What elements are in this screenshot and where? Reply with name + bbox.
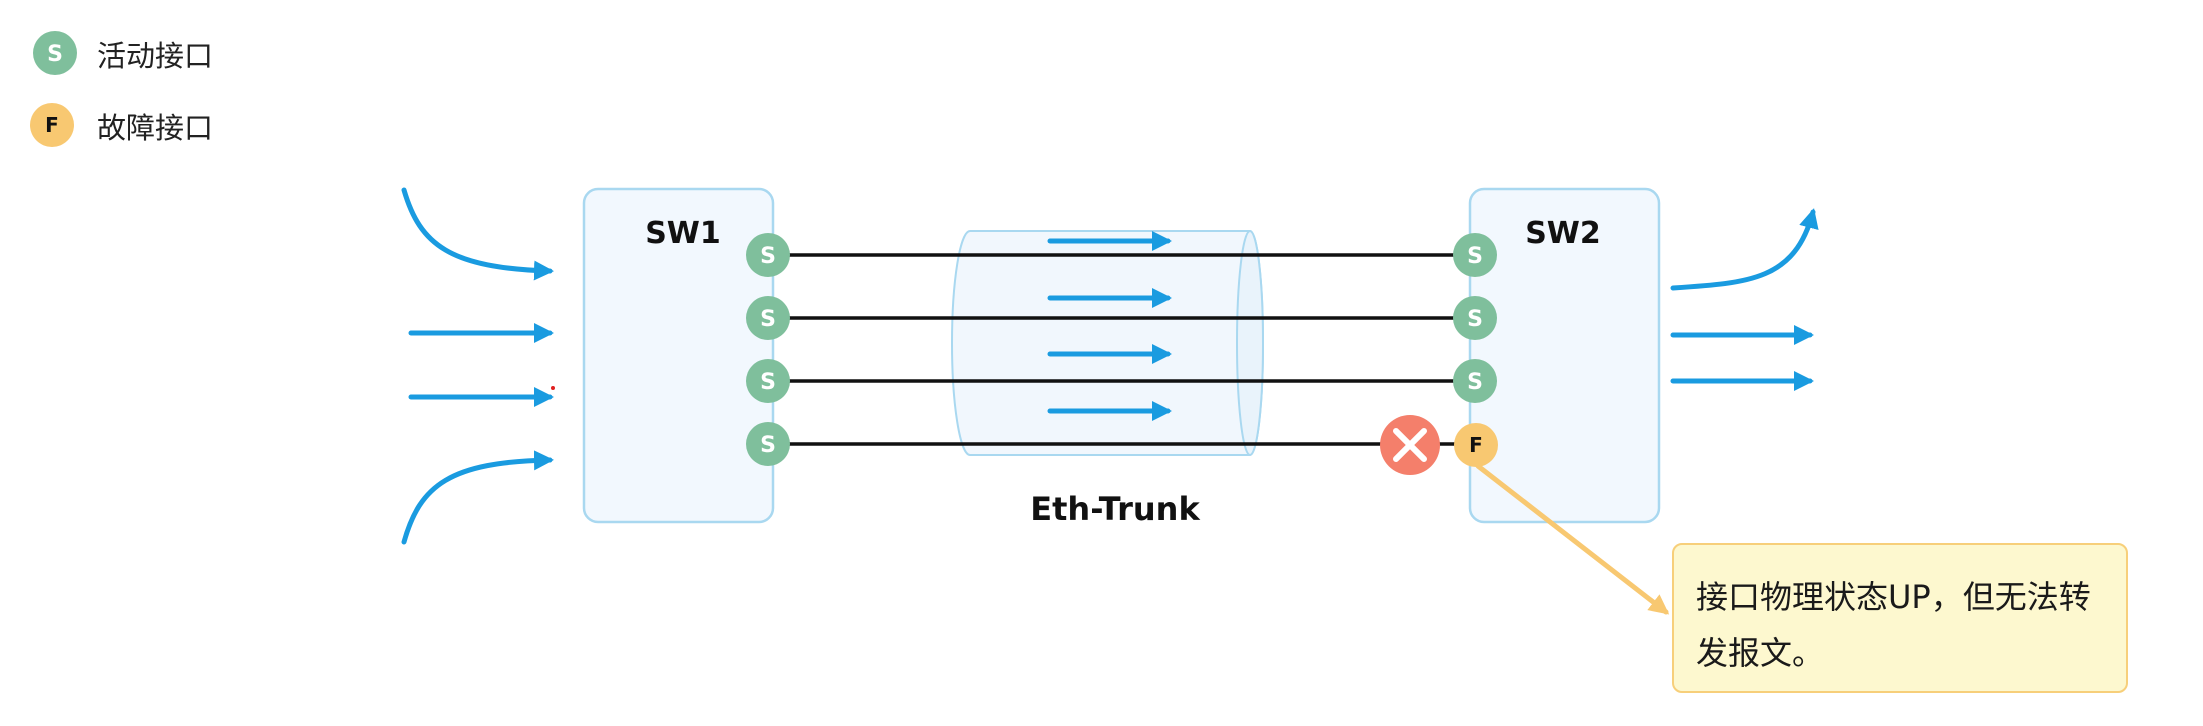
sw1-port-3: S [746,359,790,403]
sw2-port-3: S [1453,359,1497,403]
legend-label: 活动接口 [97,39,213,73]
traffic-arrow [401,450,554,545]
inbound-traffic [401,187,554,545]
traffic-arrow [401,187,554,281]
active-port-icon [1453,359,1497,403]
active-port-icon [746,359,790,403]
port-letter: S [760,370,776,395]
sw2-port-2: S [1453,296,1497,340]
active-port-icon [746,422,790,466]
port-letter: S [760,244,776,269]
trunk-cylinder-end [1236,230,1264,456]
port-letter: S [1467,244,1483,269]
switch-box [582,187,775,524]
switch-name: SW2 [1525,216,1601,251]
fault-port-icon [30,103,74,147]
sw2-port-1: S [1453,233,1497,277]
sw2-port-4: F [1454,423,1498,467]
active-port-icon [746,233,790,277]
eth-trunk-bundle [951,230,1264,456]
fault-callout: 接口物理状态UP，但无法转发报文。 [1672,543,2128,693]
sw1-port-4: S [746,422,790,466]
legend: S 活动接口 F 故障接口 [30,31,213,147]
fault-port-icon [1454,423,1498,467]
legend-letter: F [45,113,59,137]
cursor-dot [551,386,555,390]
callout-text: 接口物理状态UP，但无法转发报文。 [1696,578,2091,672]
port-letter: S [760,433,776,458]
port-letter: F [1469,433,1483,457]
legend-item-fault: F 故障接口 [30,103,213,147]
switch-name: SW1 [645,216,721,251]
switch-sw2: SW2 S S S [1453,187,1661,524]
traffic-arrow [1670,208,1819,291]
legend-item-active: S 活动接口 [33,31,213,75]
legend-label: 故障接口 [97,111,213,145]
switch-box [1468,187,1661,524]
trunk-traffic [1047,231,1172,421]
legend-letter: S [47,42,63,67]
port-letter: S [1467,307,1483,332]
active-port-icon [746,296,790,340]
trunk-label: Eth-Trunk [1030,490,1200,528]
sw1-port-2: S [746,296,790,340]
member-links [768,253,1475,446]
switch-sw1: SW1 S S S S [582,187,790,524]
sw1-port-1: S [746,233,790,277]
port-letter: S [1467,370,1483,395]
port-letter: S [760,307,776,332]
active-port-icon [1453,296,1497,340]
link-fault-x-icon [1380,415,1440,475]
outbound-traffic [1670,208,1819,391]
active-port-icon [33,31,77,75]
callout-pointer-arrow [1475,463,1670,615]
active-port-icon [1453,233,1497,277]
trunk-cylinder [951,230,1264,456]
